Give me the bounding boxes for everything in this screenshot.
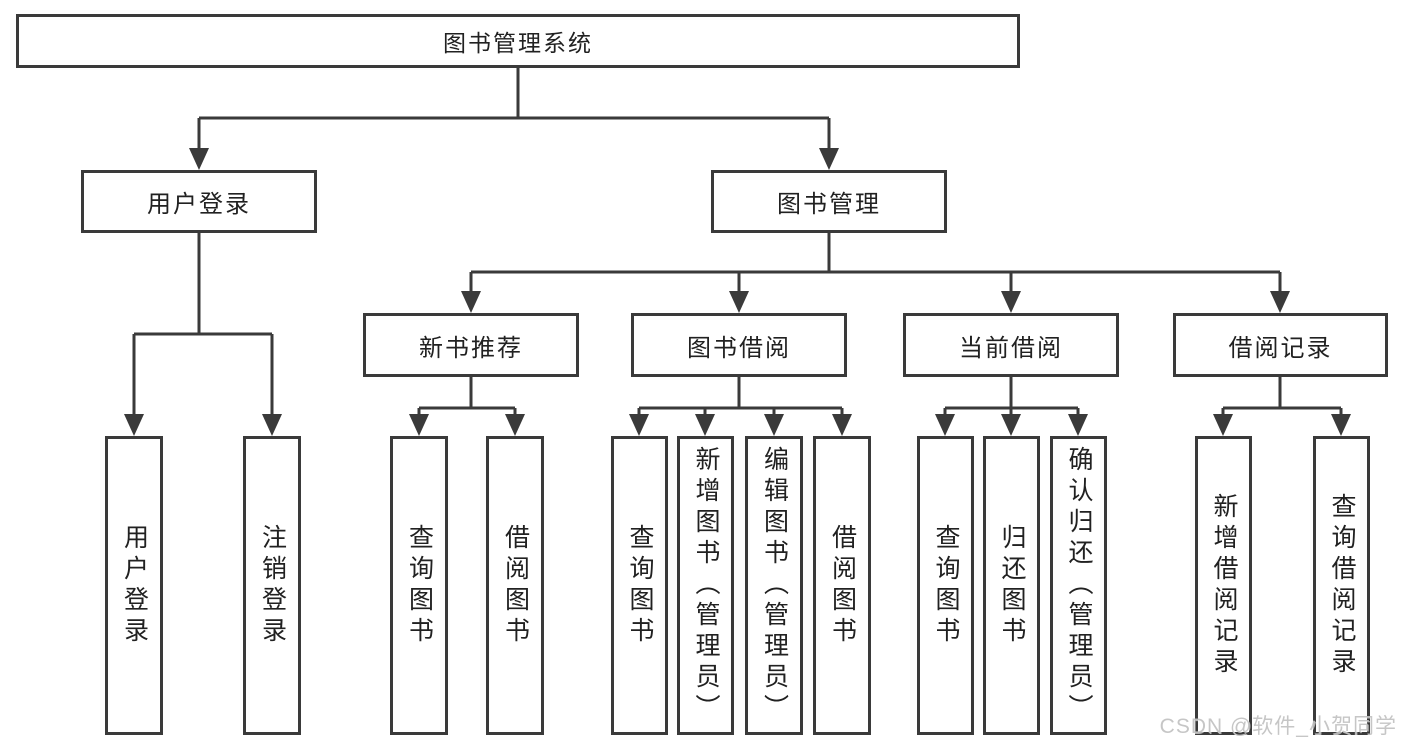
node-label: 当前借阅: [959, 334, 1063, 362]
leaf-return-books: 归还图书: [983, 436, 1040, 735]
node-root-library-system: 图书管理系统: [16, 14, 1020, 68]
leaf-label: 归还图书: [998, 523, 1026, 648]
arrowhead-book-mgmt: [819, 148, 839, 170]
leaf-label: 查询图书: [626, 523, 654, 648]
leaf-label: 借阅图书: [501, 523, 530, 648]
node-label: 借阅记录: [1228, 334, 1333, 362]
arrowhead-leaf-login: [124, 414, 144, 436]
leaf-borrow-books-recommend: 借阅图书: [486, 436, 544, 735]
leaf-edit-books-admin: 编辑图书（管理员）: [745, 436, 803, 735]
node-label: 图书管理系统: [443, 30, 593, 56]
arrowhead-bw-leaf-3: [764, 414, 784, 436]
leaf-query-books-recommend: 查询图书: [390, 436, 448, 735]
arrowhead-bw-leaf-4: [832, 414, 852, 436]
leaf-add-borrow-record: 新增借阅记录: [1195, 436, 1252, 735]
leaf-label: 用户登录: [120, 523, 149, 648]
arrowhead-nb-leaf-2: [505, 414, 525, 436]
node-current-borrowing: 当前借阅: [903, 313, 1119, 377]
leaf-label: 新增借阅记录: [1210, 492, 1238, 679]
leaf-label: 新增图书（管理员）: [692, 446, 720, 725]
arrowhead-cb-leaf-1: [935, 414, 955, 436]
leaf-label: 注销登录: [258, 523, 287, 648]
arrowhead-current: [1001, 291, 1021, 313]
arrowhead-records: [1270, 291, 1290, 313]
leaf-label: 查询图书: [405, 523, 434, 648]
arrowhead-rc-leaf-1: [1213, 414, 1233, 436]
arrowhead-rc-leaf-2: [1331, 414, 1351, 436]
leaf-query-books: 查询图书: [611, 436, 668, 735]
arrowhead-cb-leaf-2: [1001, 414, 1021, 436]
leaf-label: 查询借阅记录: [1328, 492, 1356, 679]
node-label: 用户登录: [147, 191, 251, 218]
leaf-query-borrow-record: 查询借阅记录: [1313, 436, 1370, 735]
node-book-borrowing: 图书借阅: [631, 313, 847, 377]
node-new-book-recommendation: 新书推荐: [363, 313, 579, 377]
leaf-label: 编辑图书（管理员）: [760, 446, 789, 725]
leaf-query-books-current: 查询图书: [917, 436, 974, 735]
node-book-management: 图书管理: [711, 170, 947, 233]
arrowhead-bw-leaf-2: [695, 414, 715, 436]
arrowhead-leaf-logout: [262, 414, 282, 436]
arrowhead-bw-leaf-1: [629, 414, 649, 436]
csdn-watermark: CSDN @软件_小贺同学: [1159, 715, 1397, 738]
leaf-label: 确认归还（管理员）: [1065, 446, 1093, 725]
node-user-login: 用户登录: [81, 170, 317, 233]
node-label: 图书借阅: [687, 334, 791, 362]
leaf-label: 借阅图书: [828, 523, 857, 648]
leaf-user-login: 用户登录: [105, 436, 163, 735]
arrowhead-cb-leaf-3: [1068, 414, 1088, 436]
arrowhead-user-login: [189, 148, 209, 170]
leaf-logout: 注销登录: [243, 436, 301, 735]
leaf-add-books-admin: 新增图书（管理员）: [677, 436, 734, 735]
leaf-borrow-books: 借阅图书: [813, 436, 871, 735]
arrowhead-borrow: [729, 291, 749, 313]
node-label: 新书推荐: [419, 334, 523, 362]
arrowhead-newbook: [461, 291, 481, 313]
leaf-confirm-return-admin: 确认归还（管理员）: [1050, 436, 1107, 735]
leaf-label: 查询图书: [932, 523, 960, 648]
node-label: 图书管理: [777, 191, 881, 218]
arrowhead-nb-leaf-1: [409, 414, 429, 436]
node-borrowing-records: 借阅记录: [1173, 313, 1388, 377]
